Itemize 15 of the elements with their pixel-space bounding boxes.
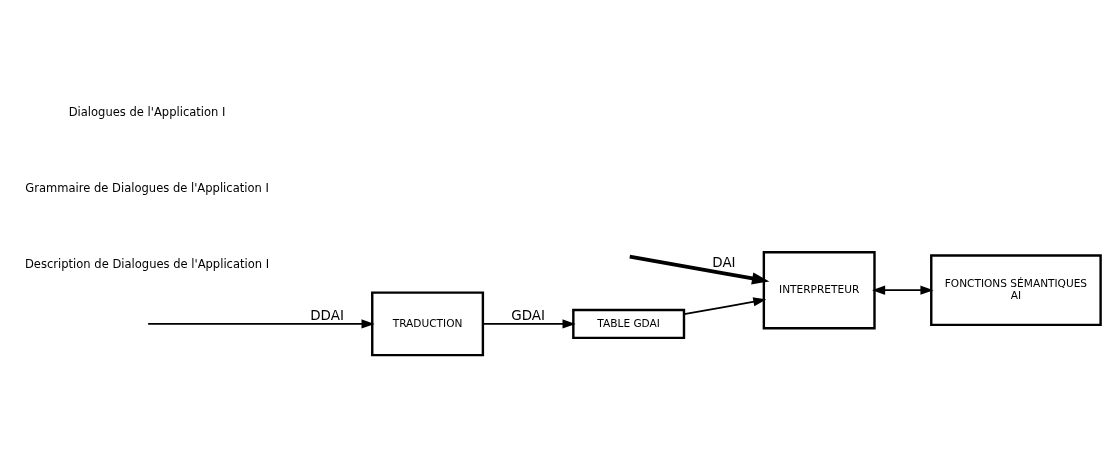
arrow bbox=[482, 319, 576, 329]
node-box: FONCTIONS SÉMANTIQUES AI bbox=[930, 254, 1102, 327]
edge-label: GDAI bbox=[511, 307, 545, 324]
node-box: TABLE GDAI bbox=[572, 308, 686, 340]
label: Dialogues de l'Application I bbox=[68, 105, 226, 120]
edge-label: DAI bbox=[712, 254, 736, 271]
label: Description de Dialogues de l'Application I bbox=[25, 257, 270, 272]
arrow bbox=[147, 319, 375, 329]
node-box: TRADUCTION bbox=[371, 291, 485, 357]
edge-label: DDAI bbox=[310, 307, 344, 324]
arrow bbox=[629, 254, 770, 285]
arrow bbox=[872, 285, 934, 295]
arrow bbox=[683, 297, 767, 315]
node-box: INTERPRETEUR bbox=[762, 251, 876, 330]
label: Grammaire de Dialogues de l'Application I bbox=[25, 181, 269, 196]
